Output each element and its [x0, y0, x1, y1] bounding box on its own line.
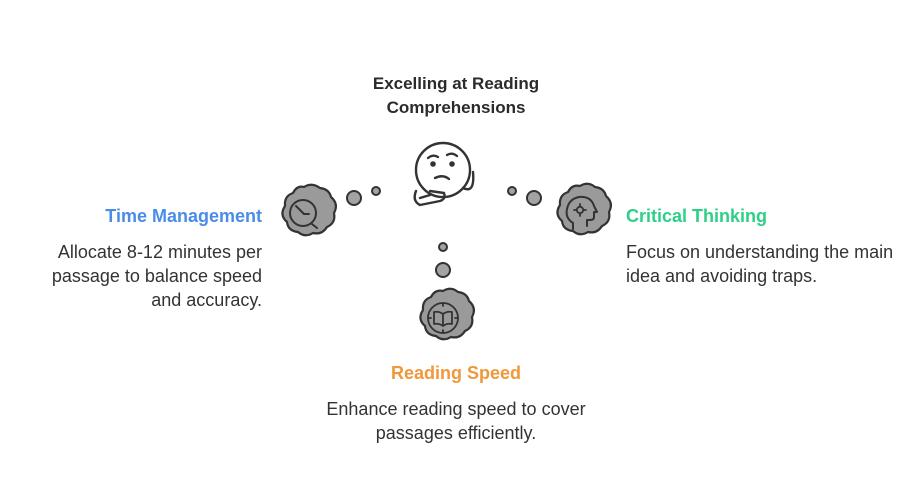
critical-thinking-description: Focus on understanding the main idea and… [626, 242, 894, 286]
brain-gear-icon [556, 182, 613, 236]
reading-speed-description: Enhance reading speed to cover passages … [326, 399, 586, 443]
critical-thinking-heading: Critical Thinking [626, 206, 768, 226]
clock-icon [281, 183, 338, 237]
connector-dots [346, 186, 542, 278]
book-icon [419, 287, 476, 341]
thinking-face-icon [413, 141, 475, 207]
time-management-heading: Time Management [105, 206, 262, 226]
time-management-description: Allocate 8-12 minutes per passage to bal… [51, 242, 262, 310]
diagram-title: Excelling at Reading Comprehensions [372, 74, 540, 117]
reading-speed-heading: Reading Speed [390, 363, 522, 383]
